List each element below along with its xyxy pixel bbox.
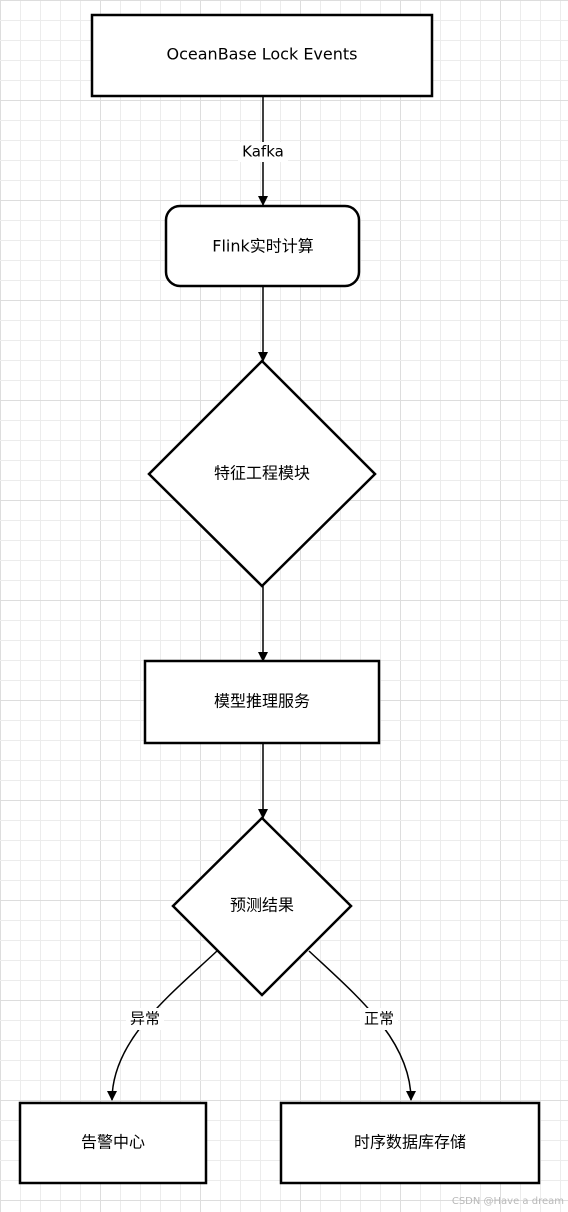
node-source-shape: [90, 13, 434, 98]
node-model: 模型推理服务: [143, 659, 381, 745]
edge-label-bg-normal: [360, 1008, 398, 1030]
edge-label-normal: 正常: [364, 1010, 394, 1028]
node-flink-label: Flink实时计算: [212, 237, 314, 256]
node-feature-label: 特征工程模块: [214, 464, 310, 483]
node-model-shape: [143, 659, 381, 745]
node-decision-shape: [171, 816, 353, 997]
node-decision-label: 预测结果: [230, 896, 294, 915]
node-tsdb: 时序数据库存储: [279, 1101, 541, 1185]
node-feature: 特征工程模块: [147, 359, 377, 588]
node-model-label: 模型推理服务: [214, 692, 310, 711]
node-flink-shape: [164, 204, 361, 288]
edge-label-bg-abnormal: [126, 1008, 164, 1030]
node-decision: 预测结果: [171, 816, 353, 997]
node-tsdb-label: 时序数据库存储: [354, 1133, 466, 1152]
node-alert-shape: [18, 1101, 208, 1185]
node-tsdb-shape: [279, 1101, 541, 1185]
edge-label-kafka: Kafka: [242, 143, 284, 161]
edge-label-abnormal: 异常: [130, 1010, 160, 1028]
watermark-text: CSDN @Have a dream: [452, 1196, 564, 1207]
node-source: OceanBase Lock Events: [90, 13, 434, 98]
node-alert: 告警中心: [18, 1101, 208, 1185]
node-feature-shape: [147, 359, 377, 588]
node-flink: Flink实时计算: [164, 204, 361, 288]
node-source-label: OceanBase Lock Events: [167, 45, 358, 64]
node-alert-label: 告警中心: [81, 1133, 145, 1152]
edge-label-bg-kafka: [238, 142, 288, 162]
